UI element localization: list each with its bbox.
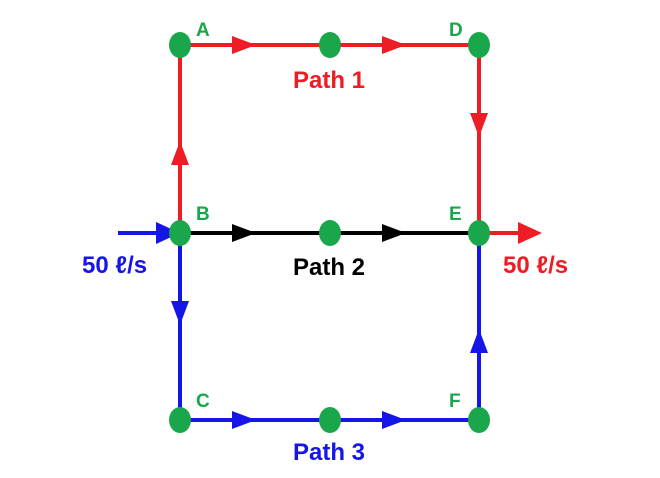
flow-arrow-d-e xyxy=(470,113,488,137)
flow-arrow-f-e xyxy=(470,329,488,353)
node-a xyxy=(169,32,191,58)
flow-arrow-b-a xyxy=(171,141,189,165)
node-label-d: D xyxy=(449,20,463,41)
node-f xyxy=(468,407,490,433)
flow-arrow-b-e-2 xyxy=(382,224,406,242)
path-3-label: Path 3 xyxy=(293,439,365,466)
flow-arrow-b-c xyxy=(171,301,189,325)
node-label-c: C xyxy=(196,391,210,412)
node-midpoint-b-e xyxy=(319,220,341,246)
flow-arrow-b-e-1 xyxy=(232,224,256,242)
nodes xyxy=(169,32,490,433)
node-c xyxy=(169,407,191,433)
node-label-f: F xyxy=(449,391,461,412)
path-2-label: Path 2 xyxy=(293,254,365,281)
outflow-label: 50 ℓ/s xyxy=(503,252,568,279)
node-label-b: B xyxy=(196,204,210,225)
node-e xyxy=(468,220,490,246)
node-label-e: E xyxy=(449,204,462,225)
path-1-pipe xyxy=(171,36,542,244)
flow-arrow-c-f-2 xyxy=(382,411,406,429)
node-midpoint-a-d xyxy=(319,32,341,58)
node-midpoint-c-f xyxy=(319,407,341,433)
node-d xyxy=(468,32,490,58)
node-label-a: A xyxy=(196,20,210,41)
inflow-arrow xyxy=(156,222,180,244)
node-b xyxy=(169,220,191,246)
outflow-arrow xyxy=(518,222,542,244)
path-1-label: Path 1 xyxy=(293,67,365,94)
inflow-label: 50 ℓ/s xyxy=(82,252,147,279)
flow-arrow-c-f-1 xyxy=(232,411,256,429)
flow-arrow-a-d-2 xyxy=(382,36,406,54)
flow-arrow-a-d-1 xyxy=(232,36,256,54)
